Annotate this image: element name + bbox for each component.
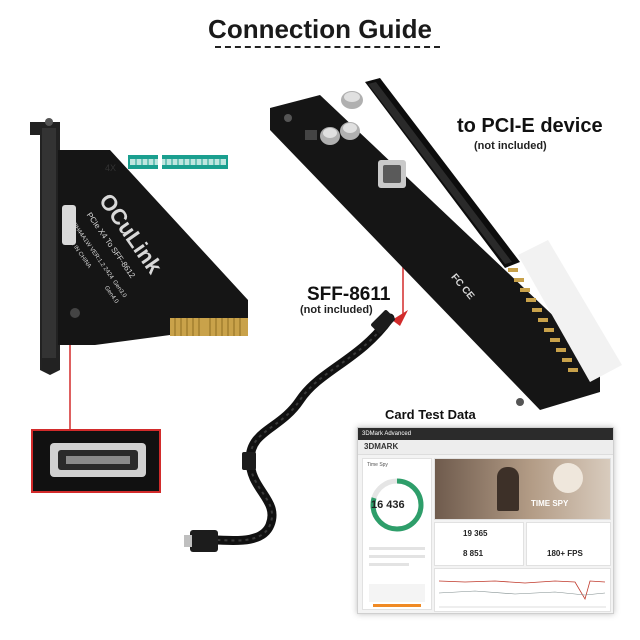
oculink-cable [184,310,395,552]
benchmark-screenshot: 3DMark Advanced 3DMARK Time Spy 16 436 T… [357,427,614,614]
graphics-score: 19 365 [463,529,488,538]
fps-line-chart [438,580,606,608]
test-data-label: Card Test Data [385,407,476,422]
pcie-device-board [270,78,622,410]
pcie-device-note: (not included) [474,140,547,152]
mounting-bracket [30,118,60,375]
sub-scores-panel: 19 365 8 851 [434,522,524,566]
score-panel: Time Spy 16 436 [362,458,432,610]
fps-value: 180+ FPS [547,549,583,558]
sff-note: (not included) [300,304,373,316]
benchmark-window-title: 3DMark Advanced [358,428,613,440]
x4-label: 4X [105,163,117,173]
score-gauge [370,478,424,532]
fps-panel: 180+ FPS [526,522,611,566]
benchmark-nav: 3DMARK [358,440,613,455]
cable-connector-top [371,310,395,334]
port-zoom-box [31,429,161,493]
monitoring-graph [434,568,611,612]
arrow-icon [392,310,408,326]
title-underline [215,46,440,48]
hero-banner: TIME SPY [434,458,611,520]
cpu-score: 8 851 [463,549,484,558]
cable-connector-bottom [190,530,218,552]
test-name: Time Spy [367,462,388,468]
page-title: Connection Guide [208,14,432,44]
gold-fingers [170,318,248,336]
hero-label: TIME SPY [531,499,569,508]
overall-score: 16 436 [371,499,405,511]
host-adapter-card [58,150,248,345]
pcie-device-label: to PCI-E device [457,115,603,137]
sff-label: SFF-8611 [307,284,391,305]
oculink-port [62,205,76,245]
atx-power-connector [518,240,622,382]
benchmark-app-logo: 3DMARK [364,442,399,451]
x4-slot-diagram [128,155,228,169]
